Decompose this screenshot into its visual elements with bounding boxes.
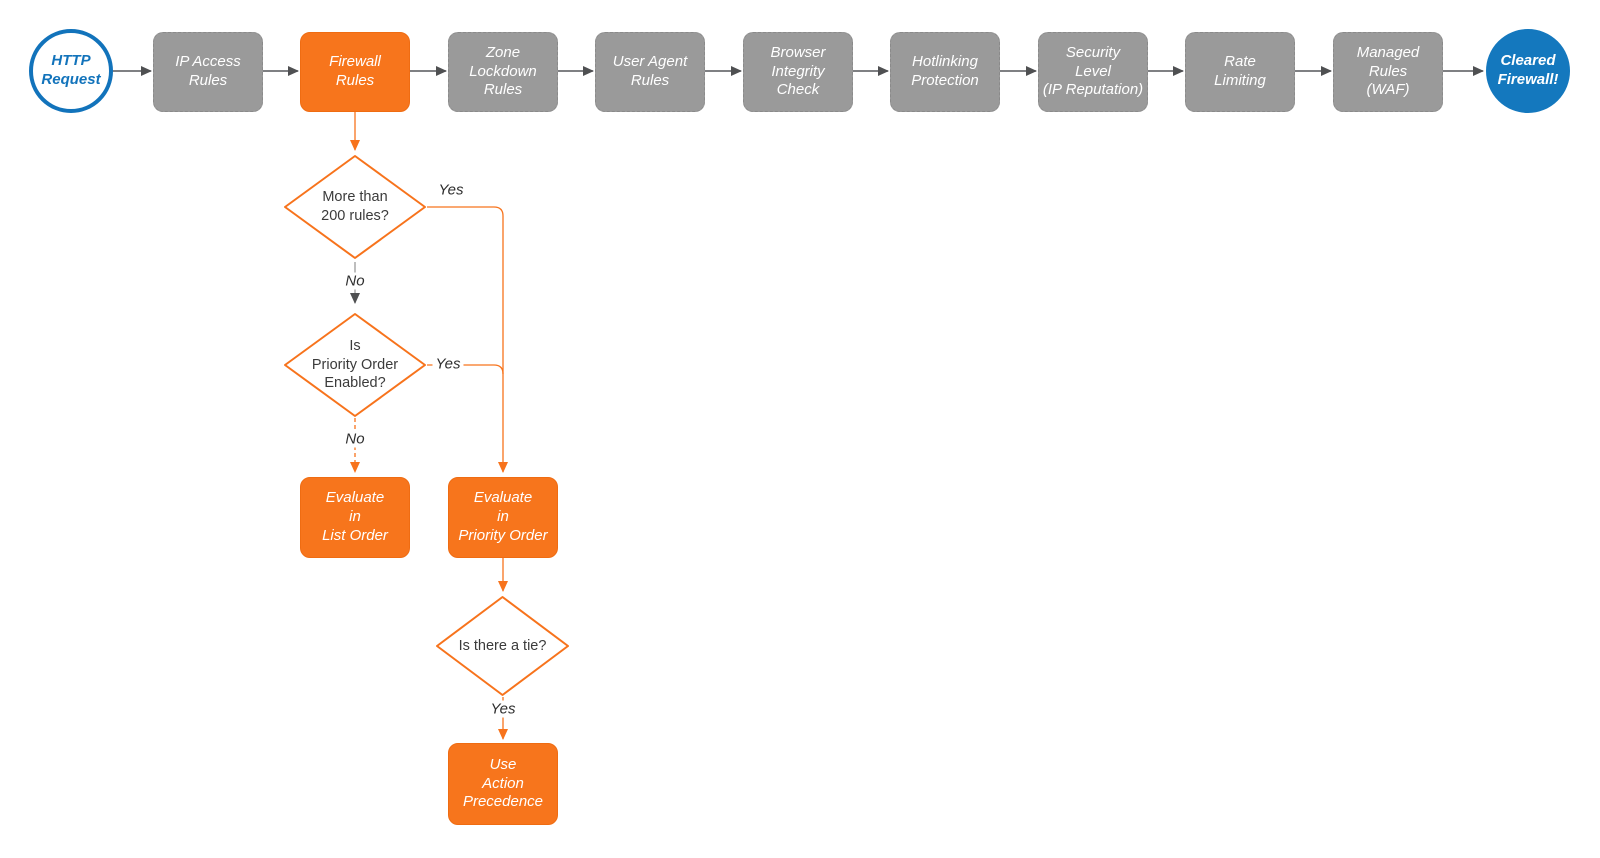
diamond-shape: [284, 313, 426, 417]
node-zone-lockdown-rules: Zone Lockdown Rules: [448, 32, 558, 112]
node-browser-integrity-check-label: Browser Integrity Check: [770, 43, 826, 99]
decision-priority-order-enabled: Is Priority Order Enabled?: [283, 312, 427, 418]
decision-priority-order-enabled-label: Is Priority Order Enabled?: [311, 337, 399, 392]
edge-label-priority-no: No: [342, 430, 368, 448]
node-security-level-label: Security Level (IP Reputation): [1042, 43, 1144, 99]
diamond-shape: [436, 596, 569, 696]
edge-label-more-rules-no: No: [342, 272, 368, 290]
edge-label-priority-yes: Yes: [432, 355, 464, 373]
node-managed-rules-waf-label: Managed Rules (WAF): [1356, 43, 1420, 99]
node-rate-limiting-label: Rate Limiting: [1214, 53, 1266, 89]
node-hotlinking-protection: Hotlinking Protection: [890, 32, 1000, 112]
node-browser-integrity-check: Browser Integrity Check: [743, 32, 853, 112]
node-firewall-rules-label: Firewall Rules: [329, 53, 381, 89]
decision-is-there-a-tie-label: Is there a tie?: [458, 637, 547, 654]
node-http-request-label: HTTP Request: [41, 52, 101, 88]
decision-more-than-200-rules-label: More than 200 rules?: [321, 189, 389, 224]
node-zone-lockdown-rules-label: Zone Lockdown Rules: [469, 43, 537, 99]
node-evaluate-list-order: Evaluate in List Order: [300, 477, 410, 558]
node-use-action-precedence: Use Action Precedence: [448, 743, 558, 825]
edge-label-more-rules-yes: Yes: [435, 181, 467, 199]
node-managed-rules-waf: Managed Rules (WAF): [1333, 32, 1443, 112]
node-evaluate-priority-order-label: Evaluate in Priority Order: [458, 489, 548, 544]
node-security-level: Security Level (IP Reputation): [1038, 32, 1148, 112]
node-cleared-firewall: Cleared Firewall!: [1486, 29, 1570, 113]
node-ip-access-rules: IP Access Rules: [153, 32, 263, 112]
diamond-shape: [284, 155, 426, 259]
node-hotlinking-protection-label: Hotlinking Protection: [911, 53, 979, 89]
node-evaluate-list-order-label: Evaluate in List Order: [322, 489, 388, 544]
edge-label-tie-yes: Yes: [487, 700, 519, 718]
node-firewall-rules: Firewall Rules: [300, 32, 410, 112]
node-ip-access-rules-label: IP Access Rules: [175, 53, 241, 89]
node-evaluate-priority-order: Evaluate in Priority Order: [448, 477, 558, 558]
node-user-agent-rules: User Agent Rules: [595, 32, 705, 112]
decision-is-there-a-tie: Is there a tie?: [435, 595, 570, 697]
node-http-request: HTTP Request: [29, 29, 113, 113]
decision-more-than-200-rules: More than 200 rules?: [283, 154, 427, 260]
node-rate-limiting: Rate Limiting: [1185, 32, 1295, 112]
node-use-action-precedence-label: Use Action Precedence: [462, 755, 544, 811]
node-user-agent-rules-label: User Agent Rules: [612, 53, 688, 89]
node-cleared-firewall-label: Cleared Firewall!: [1497, 52, 1559, 88]
